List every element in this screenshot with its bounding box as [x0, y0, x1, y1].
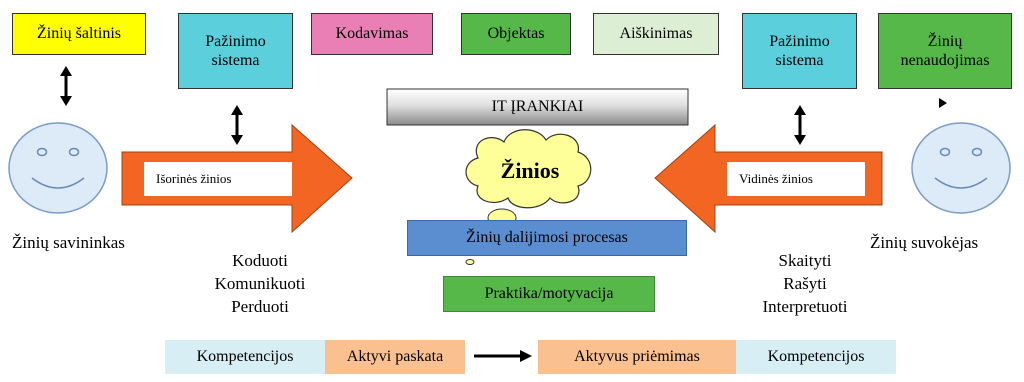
- action-code: Koduoti: [232, 251, 288, 270]
- practice-motivation-box: Praktika/motyvacija: [443, 276, 655, 312]
- knowledge-perceiver-label: Žinių suvokėjas: [870, 232, 1020, 255]
- it-tools-text: IT ĮRANKIAI: [491, 98, 584, 116]
- coding-box: Kodavimas: [311, 13, 433, 55]
- active-reception-label: Aktyvus priėmimas: [574, 348, 700, 366]
- competences-left-box: Kompetencijos: [165, 340, 325, 374]
- cognition-system-right-line1: Pažinimo: [769, 32, 830, 50]
- external-knowledge-text: Išorinės žinios: [156, 171, 232, 186]
- cognition-system-left-line1: Pažinimo: [205, 32, 266, 50]
- knowledge-text: Žinios: [500, 157, 560, 183]
- knowledge-owner-text: Žinių savininkas: [12, 233, 125, 252]
- knowledge-source-label: Žinių šaltinis: [37, 25, 121, 43]
- internal-knowledge-label: Vidinės žinios: [727, 162, 865, 196]
- left-actions: Koduoti Komunikuoti Perduoti: [190, 250, 330, 319]
- double-arrow-icon: [231, 105, 243, 145]
- knowledge-nonuse-line2: nenaudojimas: [900, 52, 990, 69]
- double-arrow-icon: [794, 105, 806, 145]
- action-transfer: Perduoti: [231, 296, 289, 316]
- knowledge-nonuse-box: Žinių nenaudojimas: [878, 13, 1012, 89]
- explanation-box: Aiškinimas: [593, 13, 719, 55]
- practice-motivation-label: Praktika/motyvacija: [484, 285, 614, 303]
- coding-label: Kodavimas: [335, 25, 409, 43]
- knowledge-title: Žinios: [470, 150, 590, 192]
- action-read: Skaityti: [778, 251, 832, 270]
- active-push-box: Aktyvi paskata: [325, 340, 465, 374]
- knowledge-cloud: [465, 129, 592, 265]
- cognition-system-left-box: Pažinimo sistema: [178, 13, 293, 89]
- knowledge-nonuse-line1: Žinių: [927, 32, 963, 50]
- external-knowledge-label: Išorinės žinios: [144, 162, 292, 196]
- cognition-system-right-box: Pažinimo sistema: [742, 13, 857, 89]
- knowledge-perceiver-text: Žinių suvokėjas: [870, 233, 979, 252]
- cognition-system-right-line2: sistema: [775, 52, 824, 69]
- double-arrow-icon: [60, 66, 72, 106]
- competences-right-box: Kompetencijos: [736, 340, 896, 374]
- knowledge-perceiver-face: [911, 122, 1011, 214]
- right-actions: Skaityti Rašyti Interpretuoti: [740, 250, 870, 319]
- active-reception-box: Aktyvus priėmimas: [538, 340, 736, 374]
- right-arrow-icon: [474, 350, 532, 362]
- knowledge-source-box: Žinių šaltinis: [12, 13, 146, 55]
- knowledge-owner-label: Žinių savininkas: [12, 232, 192, 255]
- internal-knowledge-text: Vidinės žinios: [739, 171, 813, 186]
- active-push-label: Aktyvi paskata: [346, 348, 444, 366]
- it-tools-bar: [386, 88, 689, 126]
- sharing-process-box: Žinių dalijimosi procesas: [407, 220, 687, 256]
- small-pointer-icon: [939, 98, 947, 108]
- action-write: Rašyti: [783, 273, 827, 293]
- object-box: Objektas: [461, 13, 571, 55]
- action-interpret: Interpretuoti: [762, 296, 848, 316]
- explanation-label: Aiškinimas: [619, 25, 693, 43]
- cognition-system-left-line2: sistema: [211, 52, 260, 69]
- knowledge-owner-face: [8, 122, 108, 214]
- sharing-process-label: Žinių dalijimosi procesas: [466, 229, 628, 247]
- competences-left-label: Kompetencijos: [196, 348, 294, 366]
- object-label: Objektas: [487, 25, 545, 43]
- it-tools-label: IT ĮRANKIAI: [387, 89, 688, 125]
- competences-right-label: Kompetencijos: [767, 348, 865, 366]
- action-communicate: Komunikuoti: [214, 273, 306, 293]
